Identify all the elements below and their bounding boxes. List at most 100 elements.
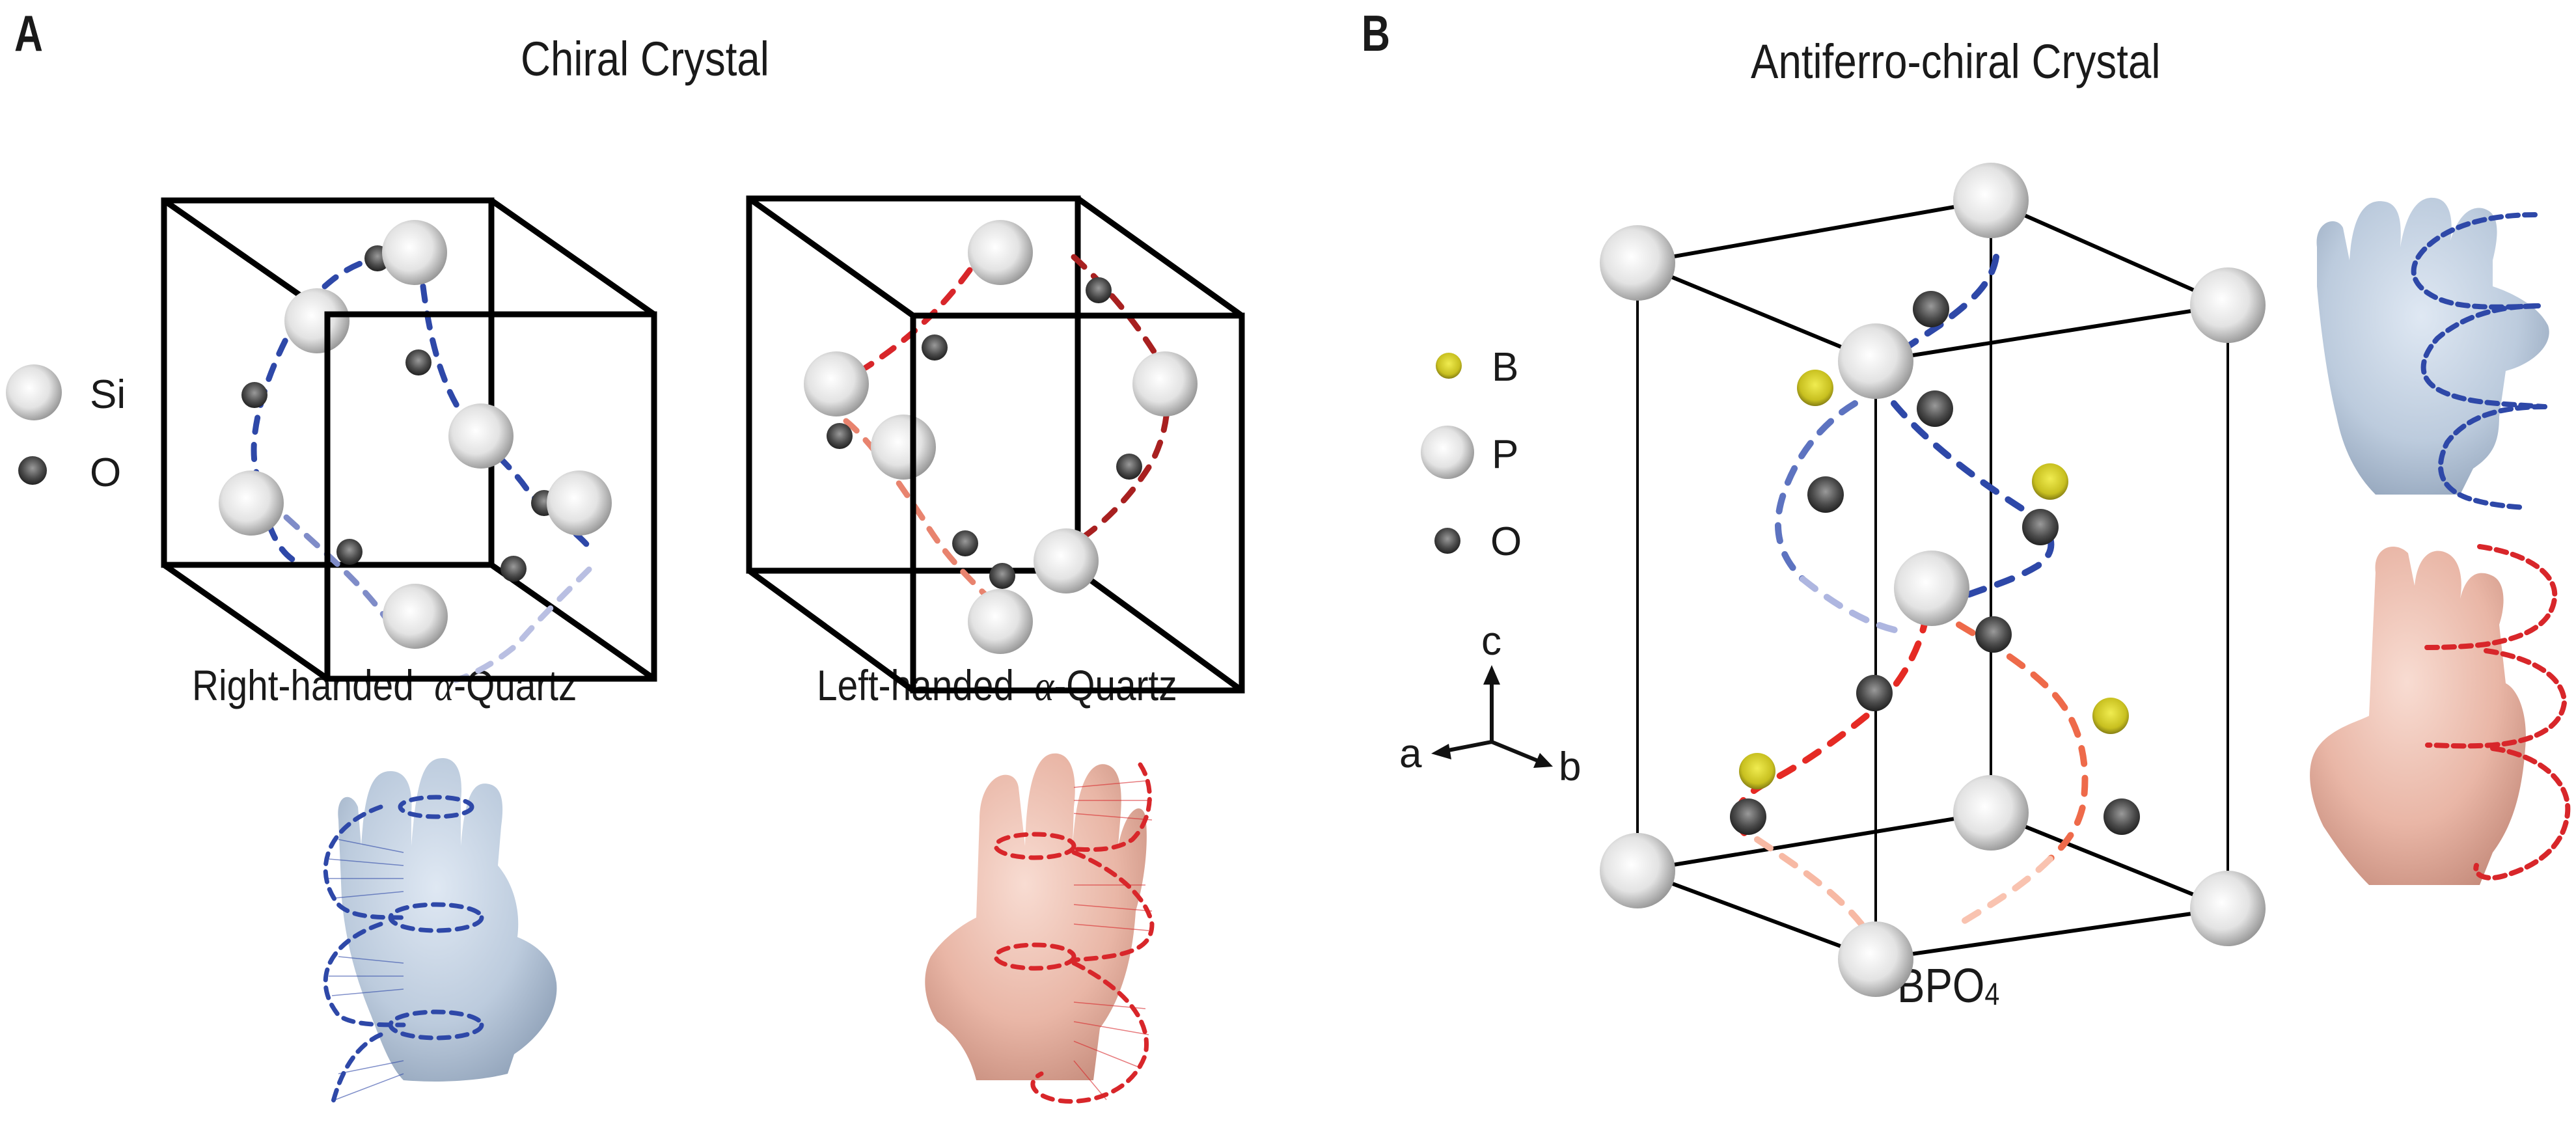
panel-a-title: Chiral Crystal bbox=[521, 32, 769, 86]
cell-edge bbox=[910, 312, 1245, 694]
o-atom bbox=[405, 349, 432, 375]
left-quartz-label-greek: α bbox=[1034, 662, 1054, 710]
right-quartz-label: Right-handed α-Quartz bbox=[192, 664, 577, 708]
o-atom bbox=[1913, 291, 1949, 327]
p-atom bbox=[1600, 833, 1675, 908]
helix-segment bbox=[452, 566, 592, 683]
helix-segment bbox=[1956, 621, 2089, 862]
b-atom bbox=[1797, 370, 1833, 406]
pink-hand-b-icon bbox=[2310, 544, 2571, 885]
o-atom bbox=[1856, 675, 1893, 711]
p-atom bbox=[1600, 225, 1675, 301]
o-atom bbox=[1917, 390, 1953, 427]
si-atom bbox=[804, 351, 869, 416]
helix-segment bbox=[862, 267, 973, 371]
si-atom bbox=[219, 470, 284, 536]
helix-segment bbox=[1800, 576, 1904, 634]
right-quartz-atoms bbox=[219, 220, 612, 649]
left-quartz-label-suffix: -Quartz bbox=[1054, 661, 1177, 709]
right-quartz-label-greek: α bbox=[434, 662, 454, 710]
bpo4-helix-red bbox=[1733, 612, 2089, 927]
axis-b-arrowhead bbox=[1533, 753, 1553, 768]
cell-edge bbox=[489, 562, 656, 681]
helix-segment bbox=[1891, 400, 2055, 608]
axis-c-arrowhead bbox=[1483, 665, 1500, 685]
si-atom bbox=[284, 288, 349, 353]
hand-helix-rungs bbox=[328, 839, 404, 1100]
left-quartz-atoms bbox=[804, 220, 1198, 654]
legend-o-label-b: O bbox=[1490, 519, 1522, 564]
hand-helix bbox=[323, 795, 484, 1109]
helix-segment bbox=[1775, 400, 1858, 582]
panel-a-letter: A bbox=[14, 5, 43, 62]
right-quartz-label-suffix: -Quartz bbox=[454, 661, 577, 709]
blue-hand-b-icon bbox=[2316, 197, 2549, 510]
cell-edge bbox=[489, 198, 656, 317]
p-atom bbox=[1838, 921, 1913, 997]
o-atom bbox=[952, 530, 978, 556]
legend-si-label: Si bbox=[90, 372, 126, 417]
left-hand-icon bbox=[925, 753, 1155, 1104]
si-atom bbox=[382, 220, 447, 285]
o-atom bbox=[1730, 798, 1766, 835]
bpo4-cell-frame bbox=[1636, 198, 2229, 961]
right-quartz-label-prefix: Right-handed bbox=[192, 661, 414, 709]
hand-shape bbox=[338, 758, 557, 1082]
o-atom bbox=[336, 539, 363, 565]
axis-a-arrow bbox=[1441, 740, 1492, 754]
o-atom bbox=[500, 556, 527, 582]
hand-shape bbox=[2310, 547, 2526, 885]
cell-edge bbox=[747, 568, 915, 693]
hand-helix-rungs bbox=[1073, 780, 1153, 1100]
o-atom bbox=[989, 563, 1015, 589]
si-atom bbox=[383, 584, 448, 649]
axis-b-label: b bbox=[1559, 744, 1582, 789]
helix-segment bbox=[843, 418, 993, 602]
bpo4-atoms bbox=[1600, 163, 2266, 997]
o-atom bbox=[1807, 476, 1844, 513]
p-atom bbox=[1953, 775, 2029, 851]
o-atom bbox=[2103, 798, 2140, 835]
cell-edge bbox=[1076, 196, 1244, 318]
p-atom bbox=[1838, 323, 1913, 399]
b-atom bbox=[1739, 753, 1775, 789]
legend-b-label: B bbox=[1492, 345, 1519, 390]
cell-edge bbox=[1076, 568, 1244, 693]
b-atom bbox=[2092, 698, 2129, 734]
si-atom bbox=[1034, 528, 1099, 593]
helix-segment bbox=[1956, 856, 2053, 927]
legend-o-sphere-icon bbox=[18, 456, 47, 485]
si-atom bbox=[871, 415, 936, 480]
p-atom bbox=[2190, 871, 2266, 946]
o-atom bbox=[1086, 277, 1112, 303]
right-quartz-front-face bbox=[324, 311, 657, 682]
helix-segment bbox=[1754, 836, 1865, 927]
o-atom bbox=[1975, 616, 2012, 653]
left-quartz-front-face bbox=[910, 312, 1245, 694]
legend-si-sphere-icon bbox=[6, 364, 62, 420]
formula-subscript: 4 bbox=[1984, 977, 2000, 1012]
panel-b-title: Antiferro-chiral Crystal bbox=[1751, 34, 2161, 89]
panel-b-letter: B bbox=[1362, 5, 1390, 62]
legend-p-sphere-icon bbox=[1421, 426, 1474, 479]
p-atom bbox=[1953, 163, 2029, 238]
cell-edge bbox=[324, 311, 657, 682]
hand-helix bbox=[2418, 544, 2571, 880]
o-atom bbox=[1116, 454, 1142, 480]
si-atom bbox=[448, 403, 514, 469]
legend-p-label: P bbox=[1492, 432, 1519, 477]
cell-edge bbox=[162, 562, 329, 681]
helix-segment bbox=[1733, 612, 1930, 836]
o-atom bbox=[922, 334, 948, 361]
p-atom bbox=[1894, 551, 1969, 626]
hand-helix bbox=[993, 762, 1155, 1104]
axis-a-arrowhead bbox=[1431, 744, 1451, 759]
o-atom bbox=[827, 423, 853, 449]
axis-c-label: c bbox=[1481, 619, 1501, 664]
si-atom bbox=[968, 589, 1033, 654]
o-atom bbox=[2022, 509, 2059, 545]
p-atom bbox=[2190, 267, 2266, 343]
b-atom bbox=[2032, 463, 2068, 500]
legend-o-label: O bbox=[90, 450, 122, 495]
